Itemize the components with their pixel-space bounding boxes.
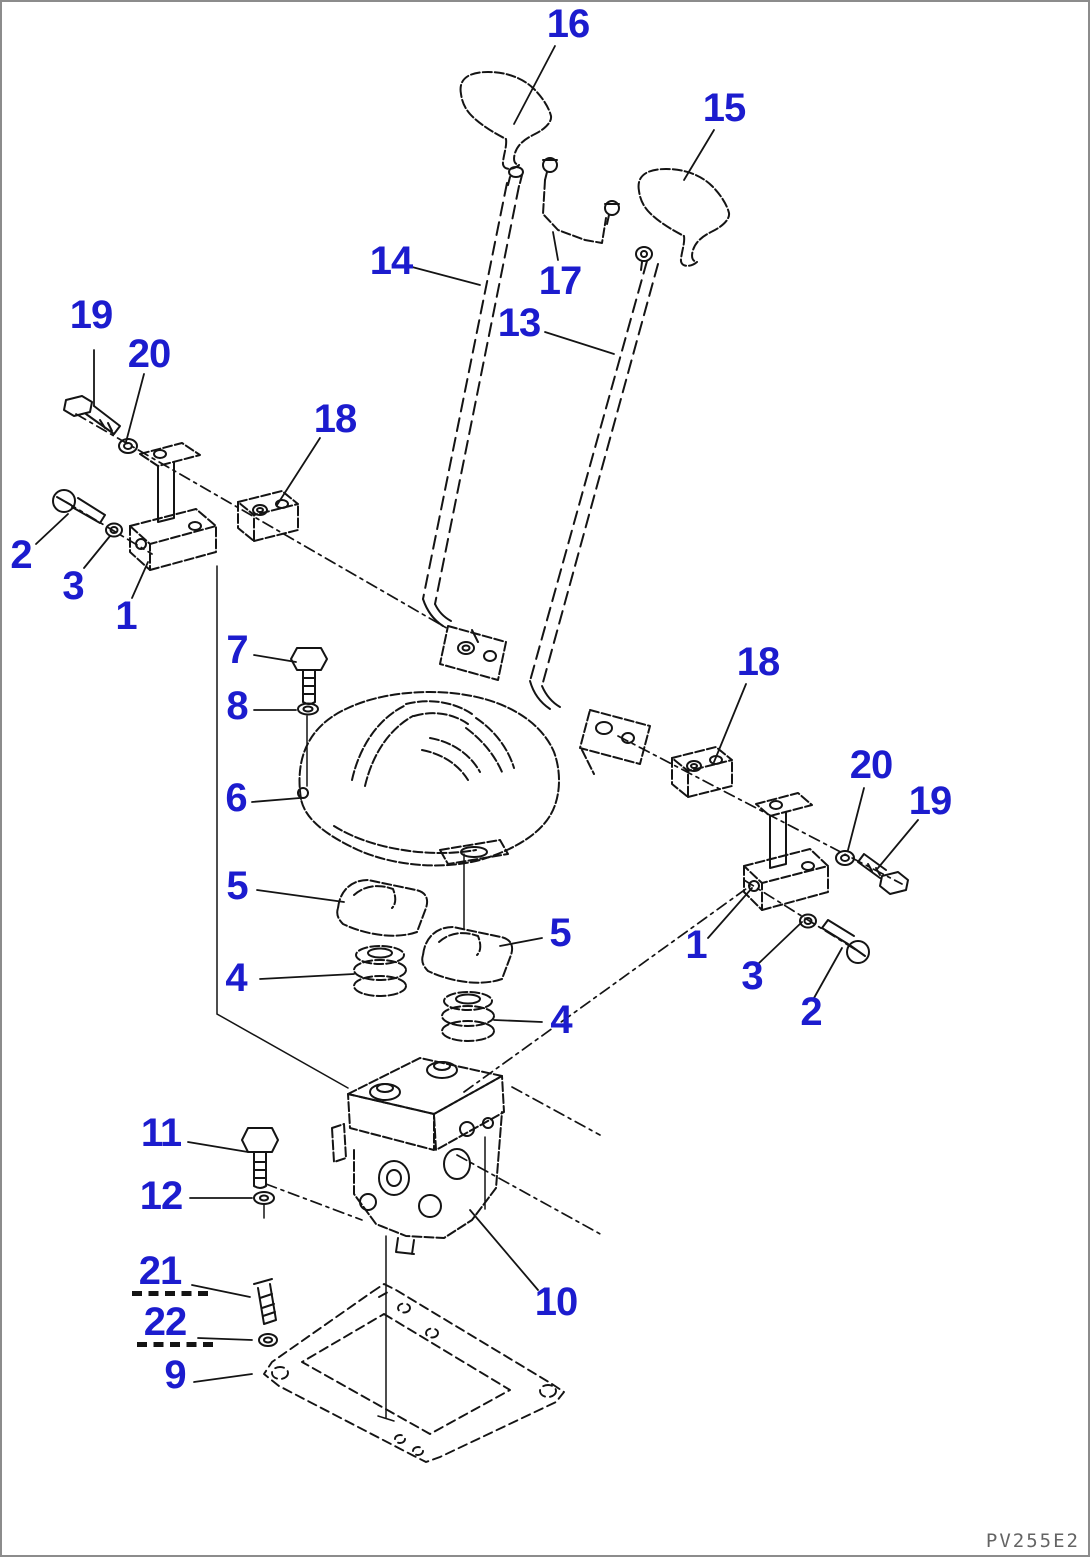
part-label-21-bottom: 21 [138, 1249, 182, 1293]
part-label-19-left: 19 [69, 293, 113, 337]
cushion-18-right [671, 746, 733, 798]
part-label-19-right: 19 [908, 779, 952, 823]
bellows-4-left [353, 945, 407, 997]
part-label-15-top: 15 [702, 86, 746, 130]
part-label-12-bottom: 12 [139, 1174, 183, 1218]
part-label-16-top: 16 [546, 2, 590, 46]
bolt-19-left [63, 395, 121, 435]
rod-17 [542, 157, 620, 244]
gasket-plate-9 [263, 1283, 565, 1463]
leader-lines [35, 45, 919, 1383]
part-label-18-left: 18 [313, 397, 357, 441]
part-label-20-right: 20 [849, 743, 893, 787]
drawing-number-stamp: PV255E2 [985, 1530, 1080, 1552]
part-label-9-bottom: 9 [164, 1353, 186, 1397]
part-label-13-mid: 13 [497, 301, 541, 345]
part-label-10-bottom: 10 [534, 1280, 578, 1324]
centerlines [65, 413, 903, 1422]
part-label-20-left: 20 [127, 332, 171, 376]
part-label-11-bottom: 11 [140, 1111, 182, 1155]
part-label-1-left: 1 [115, 594, 137, 638]
part-label-4-right: 4 [550, 998, 572, 1042]
part-label-22-bottom: 22 [143, 1300, 187, 1344]
lever-14 [422, 182, 520, 681]
boot-5-right [421, 926, 514, 984]
bolt-7 [290, 647, 328, 705]
part-label-2-left: 2 [10, 533, 32, 577]
part-label-4-left: 4 [225, 956, 247, 1000]
part-label-18-right: 18 [736, 640, 780, 684]
handle-16 [459, 71, 553, 186]
part-label-7-center: 7 [226, 628, 248, 672]
washer-8 [297, 702, 319, 787]
washer-22 [258, 1333, 278, 1347]
lever-13 [529, 260, 659, 775]
part-label-2-right: 2 [800, 990, 822, 1034]
part-label-6-center: 6 [225, 776, 247, 820]
part-label-22-underline [137, 1342, 213, 1347]
washer-3-left [105, 522, 123, 538]
washer-3-right [799, 913, 817, 929]
boot-5-left [336, 879, 429, 937]
bracket-assembly-left [129, 442, 217, 571]
part-label-5-left: 5 [226, 864, 248, 908]
part-label-14-mid: 14 [369, 239, 413, 283]
screw-2-right [821, 919, 870, 964]
bellows-4-right [441, 991, 495, 1042]
part-label-1-right: 1 [685, 923, 707, 967]
cushion-18-left [237, 490, 299, 542]
bolt-11 [241, 1127, 279, 1189]
stud-21 [253, 1278, 277, 1325]
part-label-8-center: 8 [226, 684, 248, 728]
handle-15 [635, 168, 731, 271]
cover-6 [297, 691, 561, 867]
screw-2-left [52, 489, 106, 524]
bracket-assembly-right [743, 792, 829, 911]
part-label-21-underline [132, 1291, 208, 1296]
part-label-5-right: 5 [549, 911, 571, 955]
washer-12 [253, 1191, 275, 1219]
part-label-3-right: 3 [741, 954, 763, 998]
part-label-3-left: 3 [62, 564, 84, 608]
valve-10 [331, 1057, 505, 1255]
part-label-17-mid: 17 [538, 259, 582, 303]
